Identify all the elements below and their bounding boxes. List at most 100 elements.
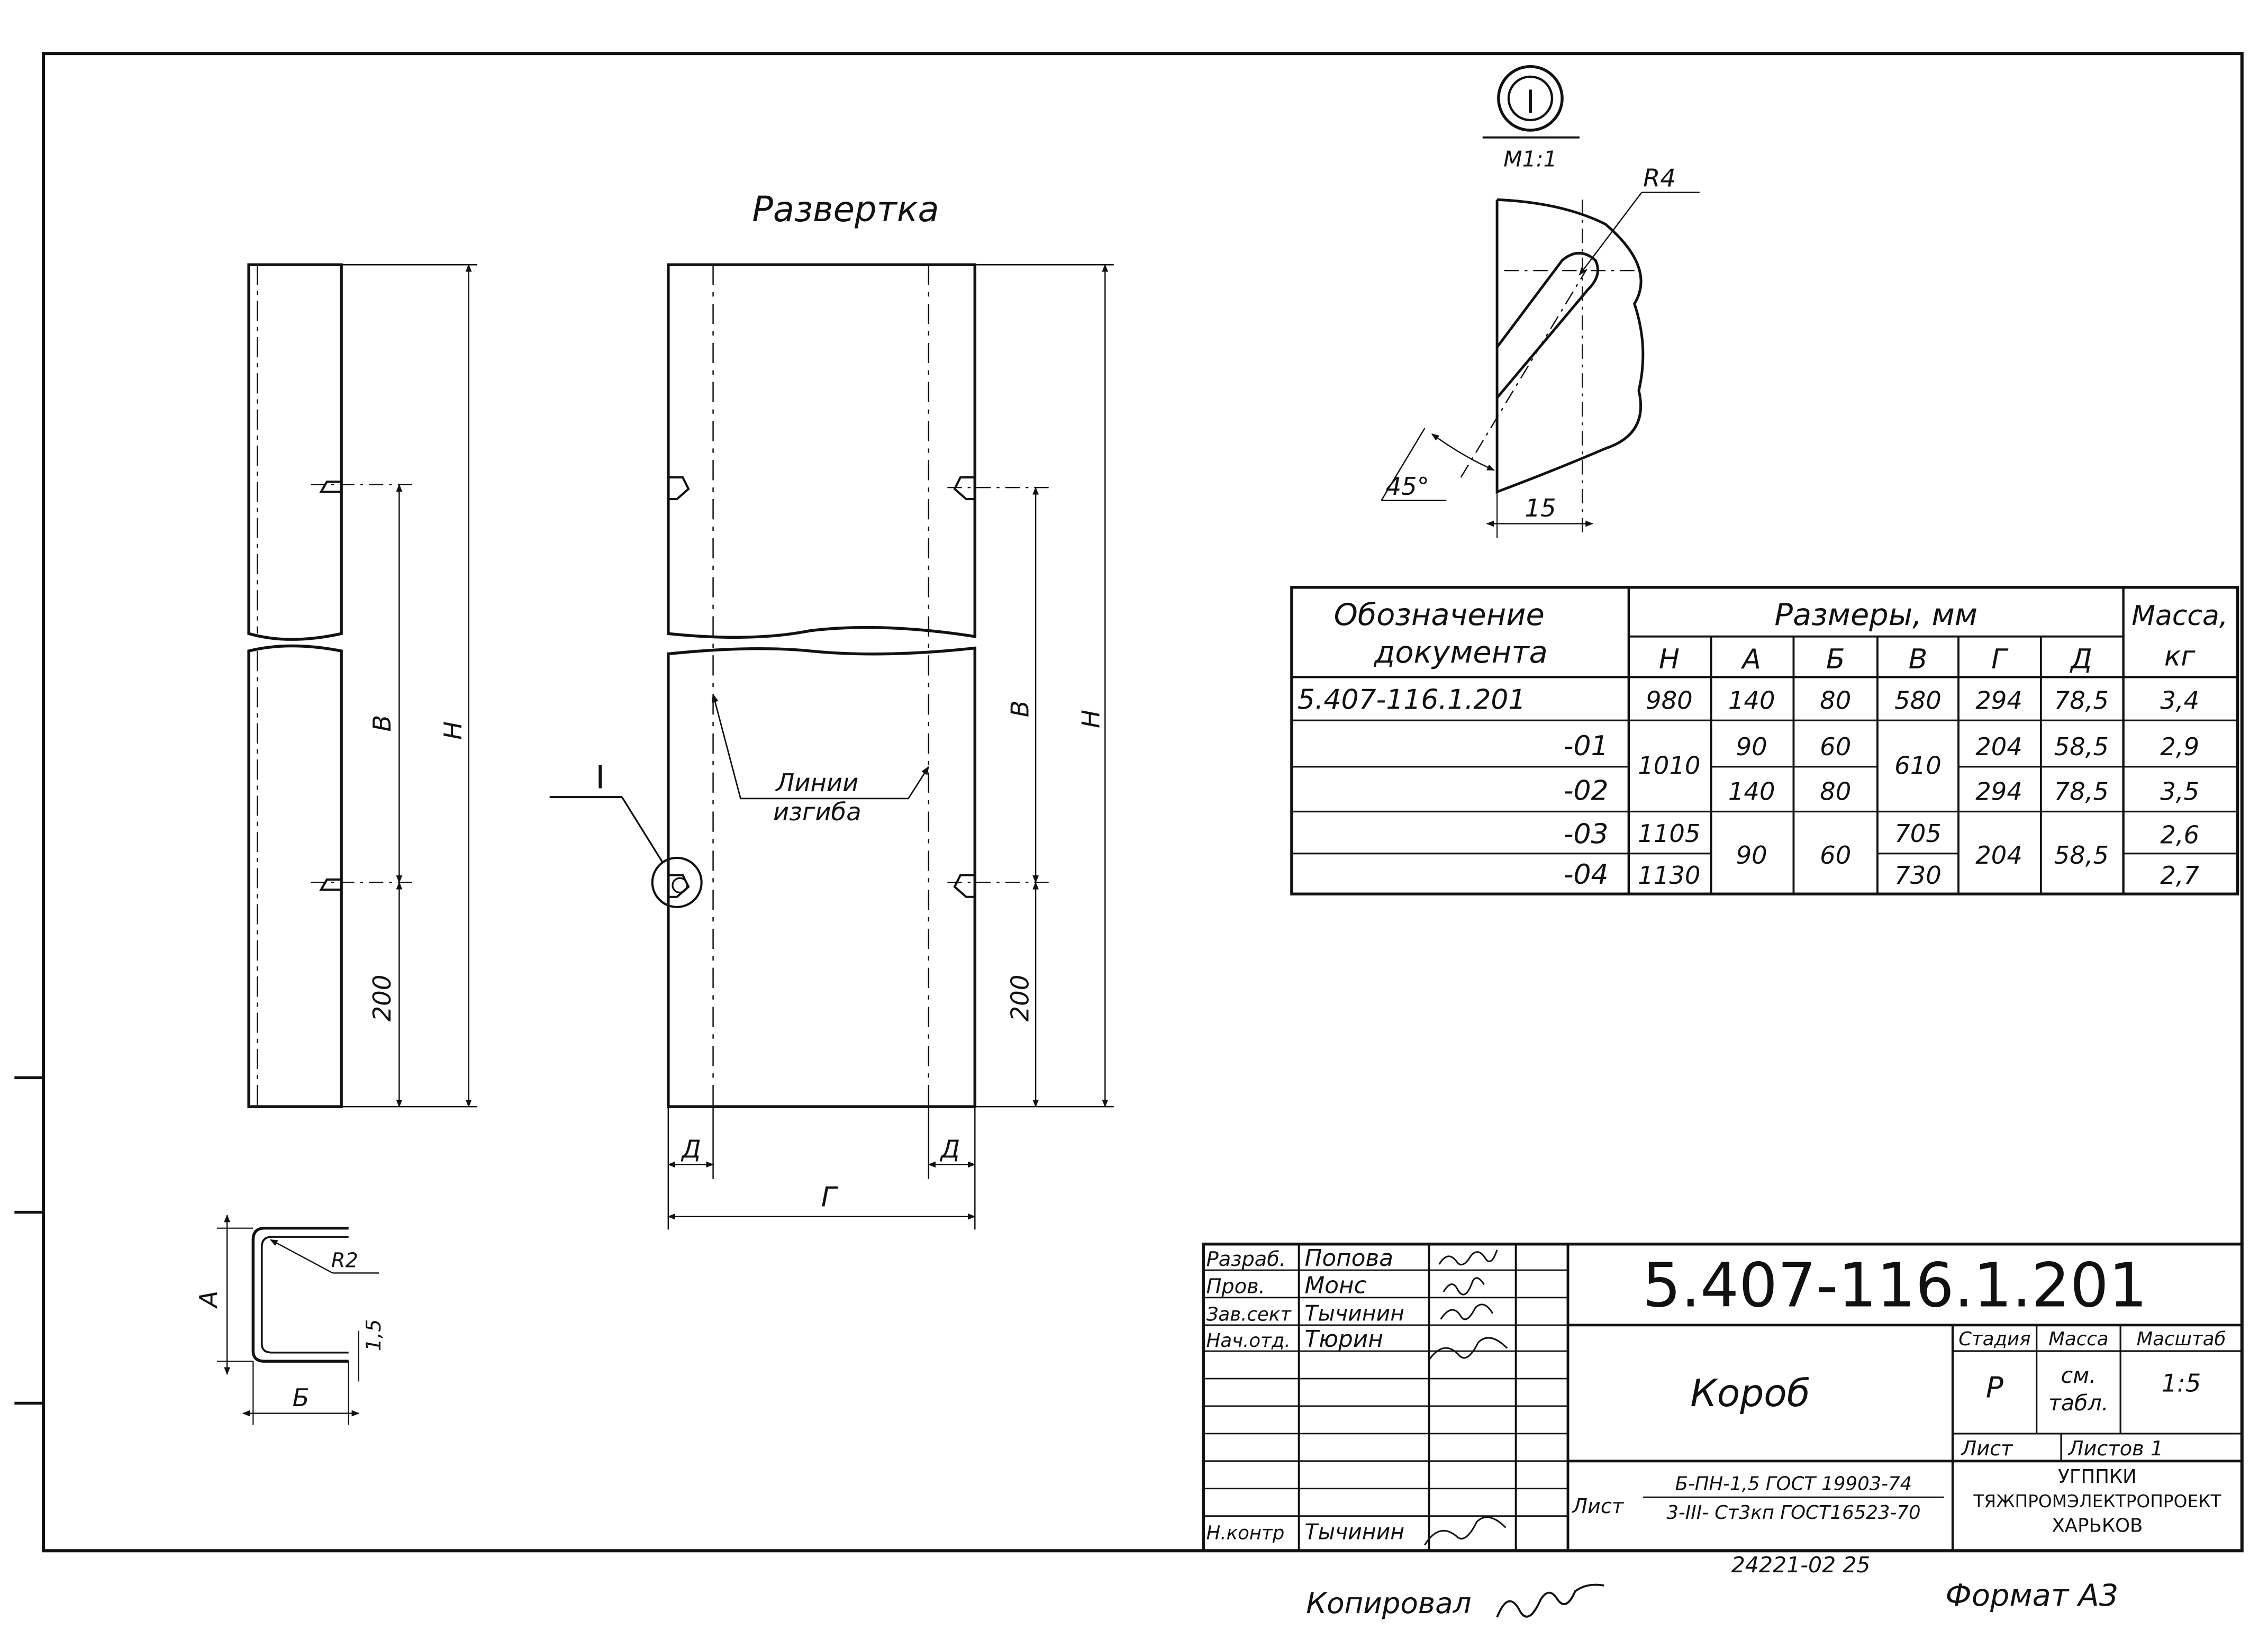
sub-header-D: Д xyxy=(2070,644,2092,675)
scale-value: 1:5 xyxy=(2162,1369,2201,1398)
cell-r0-A: 140 xyxy=(1728,686,1775,714)
role-sector-head: Зав.сект xyxy=(1206,1304,1292,1326)
org-line-3: ХАРЬКОВ xyxy=(2052,1515,2143,1537)
material-prefix: Лист xyxy=(1571,1495,1625,1518)
order-number: 24221-02 25 xyxy=(1731,1552,1871,1578)
cell-D-01: 58,5 xyxy=(2054,732,2109,761)
name-sector-head: Тычинин xyxy=(1305,1301,1405,1326)
side-view: B H 200 xyxy=(247,263,478,1108)
detail-width: 15 xyxy=(1525,494,1556,522)
cell-V-03: 705 xyxy=(1894,819,1942,848)
signature-marks xyxy=(1424,1249,1508,1546)
row-designation-4: -04 xyxy=(1564,859,1609,891)
section-view: A Б R2 1,5 xyxy=(194,1214,386,1425)
dim-B-side: B xyxy=(368,715,396,732)
cell-r0-mass: 3,4 xyxy=(2160,686,2199,714)
dim-H-dev: H xyxy=(1076,710,1105,728)
row-designation-2: -02 xyxy=(1564,775,1609,807)
sub-header-H: H xyxy=(1659,644,1680,675)
section-radius: R2 xyxy=(331,1248,358,1272)
cell-A-01: 90 xyxy=(1736,732,1767,761)
org-line-2: ТЯЖПРОМЭЛЕКТРОПРОЕКТ xyxy=(1973,1491,2221,1511)
dimensions-table: Обозначение документа Размеры, мм Масса,… xyxy=(1290,586,2239,896)
bend-lines-label-1: Линии xyxy=(775,768,858,797)
detail-angle: 45° xyxy=(1386,472,1429,501)
dim-B-dev: B xyxy=(1005,700,1034,717)
cell-D-02: 78,5 xyxy=(2054,777,2109,806)
dim-200-dev: 200 xyxy=(1005,975,1034,1022)
row-designation-3: -03 xyxy=(1564,819,1609,850)
cell-B-03-04: 60 xyxy=(1820,841,1851,870)
cell-mass-03: 2,6 xyxy=(2160,821,2199,849)
cell-B-02: 80 xyxy=(1820,777,1851,806)
detail-view: I М1:1 R4 45° 15 xyxy=(1381,65,1700,538)
col-dims: Размеры, мм xyxy=(1774,597,1977,632)
material-top: Б-ПН-1,5 ГОСТ 19903-74 xyxy=(1675,1473,1912,1495)
title-block: Разраб. Пров. Зав.сект Нач.отд. Н.контр … xyxy=(1202,1243,2244,1552)
name-checker: Монс xyxy=(1305,1272,1367,1299)
cell-V-04: 730 xyxy=(1894,861,1942,890)
name-dept-head: Тюрин xyxy=(1305,1326,1383,1353)
mass-label: Масса xyxy=(2048,1328,2108,1350)
col-mass-2: кг xyxy=(2164,640,2196,672)
cell-r0-H: 980 xyxy=(1646,686,1693,714)
doc-number: 5.407-116.1.201 xyxy=(1643,1250,2147,1321)
col-designation-2: документа xyxy=(1374,635,1548,670)
detail-callout-label: I xyxy=(596,759,605,796)
mass-value-2: табл. xyxy=(2048,1390,2109,1416)
cell-A-03-04: 90 xyxy=(1736,841,1767,870)
sheets-label: Листов 1 xyxy=(2067,1437,2163,1461)
role-checker: Пров. xyxy=(1206,1275,1265,1299)
cell-H-01-02: 1010 xyxy=(1638,751,1700,780)
mass-value-1: см. xyxy=(2061,1363,2097,1388)
development-view: B H 200 Д Д Г Линии изгиба I xyxy=(549,263,1114,1230)
role-norm-control: Н.контр xyxy=(1206,1522,1285,1544)
cell-B-01: 60 xyxy=(1820,732,1851,761)
col-designation-1: Обозначение xyxy=(1334,597,1545,632)
stage-label: Стадия xyxy=(1958,1328,2030,1350)
col-mass-1: Масса, xyxy=(2131,600,2228,632)
cell-G-02: 294 xyxy=(1975,777,2022,806)
cell-G-03-04: 204 xyxy=(1975,841,2022,870)
section-thickness: 1,5 xyxy=(362,1319,386,1352)
cell-A-02: 140 xyxy=(1728,777,1775,806)
cell-r0-G: 294 xyxy=(1975,686,2022,714)
sheet-frame xyxy=(41,52,2244,1553)
copier-signature xyxy=(1496,1583,1604,1618)
format-label: Формат А3 xyxy=(1945,1578,2118,1613)
section-dim-A: A xyxy=(194,1291,223,1309)
dim-D-right: Д xyxy=(940,1135,960,1163)
cell-mass-02: 3,5 xyxy=(2160,777,2199,806)
cell-r0-V: 580 xyxy=(1894,686,1942,714)
scale-label: Масштаб xyxy=(2137,1328,2226,1350)
cell-mass-04: 2,7 xyxy=(2160,861,2199,890)
cell-G-01: 204 xyxy=(1975,732,2022,761)
dim-D-left: Д xyxy=(681,1135,701,1163)
org-line-1: УГППКИ xyxy=(2058,1466,2136,1488)
cell-V-01-02: 610 xyxy=(1894,751,1942,780)
cell-H-03: 1105 xyxy=(1638,819,1700,848)
cell-mass-01: 2,9 xyxy=(2160,732,2199,761)
bend-lines-label-2: изгиба xyxy=(773,798,861,826)
sheet-label: Лист xyxy=(1961,1437,2014,1461)
cell-D-03-04: 58,5 xyxy=(2054,841,2109,870)
dim-G: Г xyxy=(821,1182,839,1214)
section-dim-B: Б xyxy=(293,1383,310,1412)
role-dept-head: Нач.отд. xyxy=(1206,1330,1291,1352)
sub-header-V: B xyxy=(1909,644,1928,675)
sub-header-G: Г xyxy=(1991,644,2009,675)
role-developer: Разраб. xyxy=(1206,1247,1286,1271)
name-norm-control: Тычинин xyxy=(1305,1519,1405,1544)
name-developer: Попова xyxy=(1305,1245,1394,1272)
material-bottom: 3-III- Ст3кп ГОСТ16523-70 xyxy=(1666,1502,1920,1524)
sub-header-A: A xyxy=(1740,644,1761,675)
detail-radius: R4 xyxy=(1643,164,1676,193)
cell-r0-B: 80 xyxy=(1820,686,1851,714)
detail-scale: М1:1 xyxy=(1503,146,1557,171)
view-title: Развертка xyxy=(752,189,939,230)
sub-header-B: Б xyxy=(1826,644,1845,675)
row-designation-0: 5.407-116.1.201 xyxy=(1298,684,1526,716)
item-name: Короб xyxy=(1690,1371,1810,1415)
dim-H-side: H xyxy=(439,721,467,740)
